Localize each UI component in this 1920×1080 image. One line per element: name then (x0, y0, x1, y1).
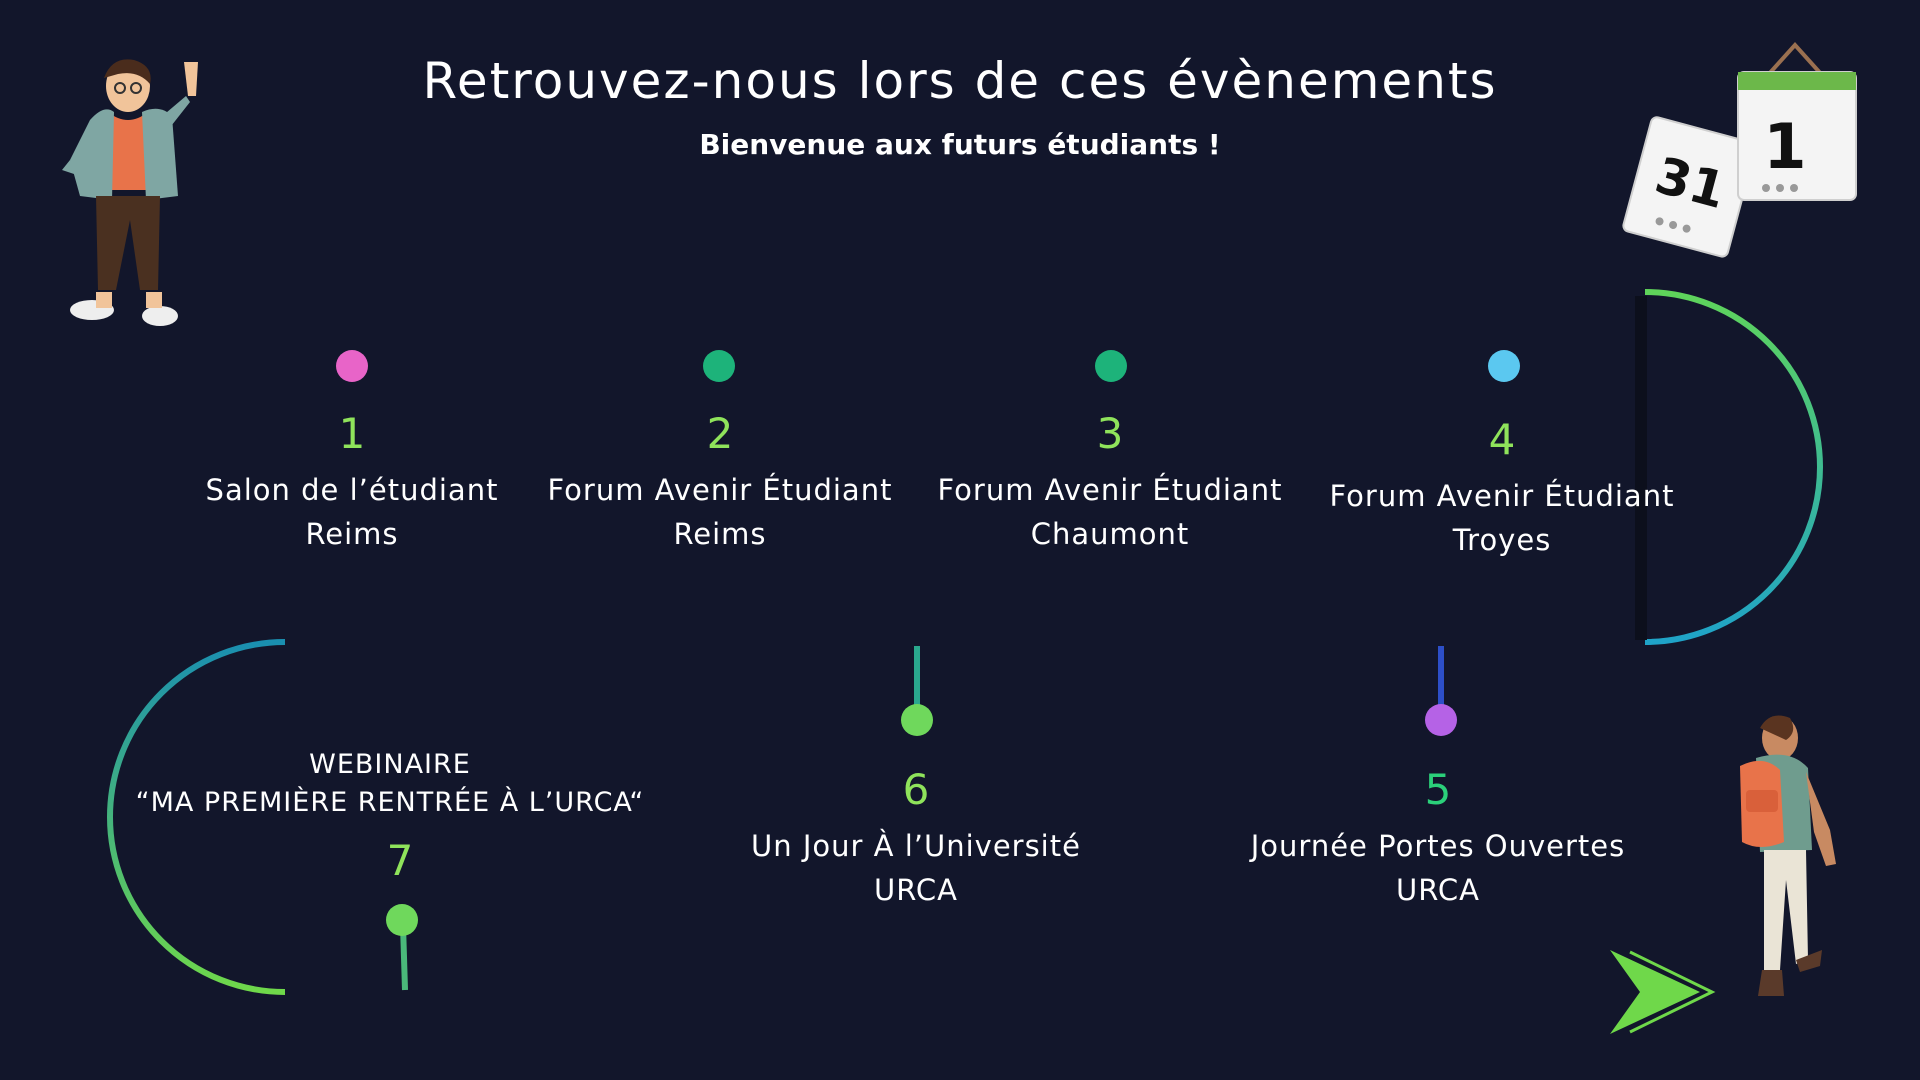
event-location: URCA (1395, 873, 1481, 907)
calendar-illustration: 31 1 (1622, 42, 1857, 258)
event-location: Reims (673, 517, 767, 551)
arrow-outline-icon (1629, 950, 1716, 1034)
event-title: Un Jour À l’Université (751, 829, 1081, 863)
event-number: 5 (1424, 765, 1452, 814)
student-waving-illustration (62, 59, 198, 326)
event-1: 1 Salon de l’étudiant Reims (142, 410, 562, 556)
student-walking-illustration (1740, 715, 1836, 996)
marker-1 (336, 296, 368, 382)
event-location: Chaumont (1030, 517, 1190, 551)
event-number: 2 (706, 409, 734, 458)
event-6: 6 Un Jour À l’Université URCA (706, 766, 1126, 912)
event-title: Journée Portes Ouvertes (1250, 829, 1626, 863)
event-5: 5 Journée Portes Ouvertes URCA (1228, 766, 1648, 912)
marker-2 (703, 296, 735, 382)
event-title: Forum Avenir Étudiant (1329, 479, 1675, 513)
marker-5 (1425, 646, 1457, 736)
marker-3 (1095, 296, 1127, 382)
event-number: 1 (338, 409, 366, 458)
page-subtitle: Bienvenue aux futurs étudiants ! (699, 128, 1221, 161)
event-subtitle: “MA PREMIÈRE RENTRÉE À L’URCA“ (135, 787, 645, 818)
marker-4 (1488, 296, 1520, 382)
calendar-front-number: 1 (1763, 110, 1806, 183)
event-4: 4 Forum Avenir Étudiant Troyes (1292, 416, 1712, 562)
track-right-curve (1644, 289, 1823, 645)
event-location: Reims (305, 517, 399, 551)
page-title: Retrouvez-nous lors de ces évènements (422, 52, 1498, 110)
event-title: Salon de l’étudiant (205, 473, 499, 507)
marker-7 (386, 904, 418, 991)
event-7: WEBINAIRE “MA PREMIÈRE RENTRÉE À L’URCA“ (110, 746, 670, 822)
event-location: URCA (873, 873, 959, 907)
event-number: 6 (902, 765, 930, 814)
event-3: 3 Forum Avenir Étudiant Chaumont (900, 410, 1320, 556)
event-title: Forum Avenir Étudiant (547, 473, 893, 507)
event-7-number: 7 (386, 836, 414, 885)
marker-6 (901, 646, 933, 736)
event-title: WEBINAIRE (309, 749, 471, 780)
event-location: Troyes (1452, 523, 1552, 557)
arrow-head-icon (1610, 950, 1700, 1034)
track-left-curve (107, 639, 286, 995)
event-2: 2 Forum Avenir Étudiant Reims (510, 410, 930, 556)
event-number: 4 (1488, 415, 1516, 464)
event-number: 3 (1096, 409, 1124, 458)
event-title: Forum Avenir Étudiant (937, 473, 1283, 507)
